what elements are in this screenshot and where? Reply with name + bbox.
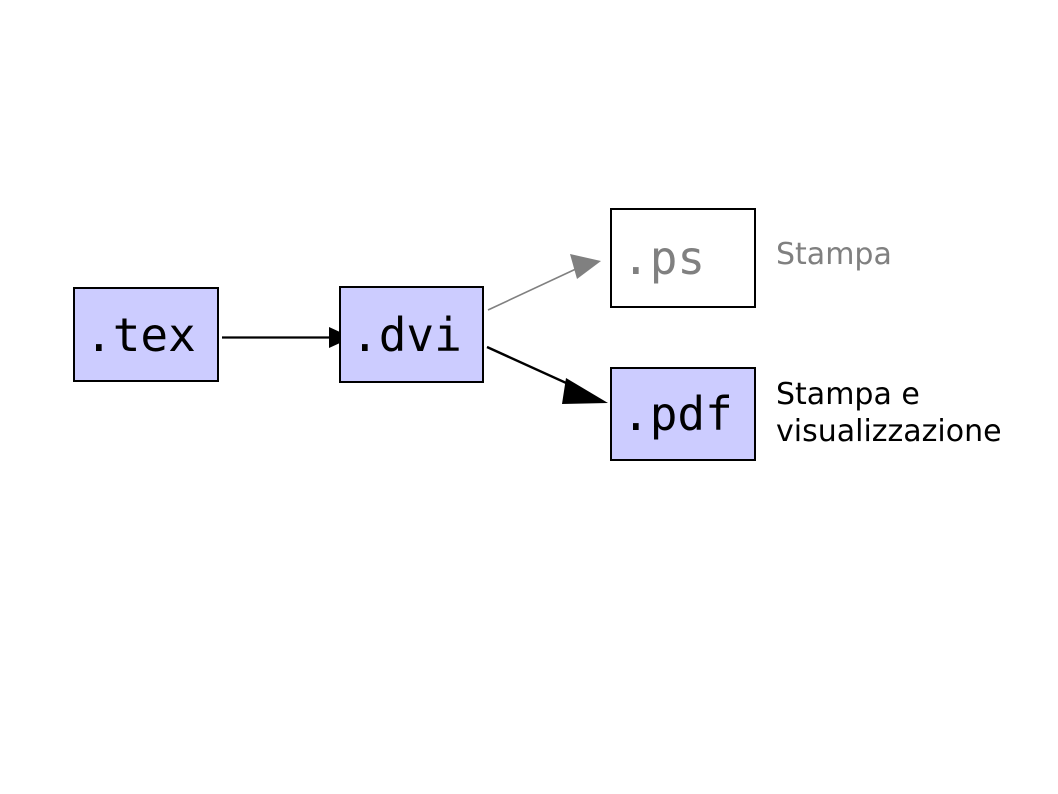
node-ps[interactable]: .ps xyxy=(610,208,756,308)
node-tex-label: .tex xyxy=(85,307,196,362)
edge-tex-to-dvi xyxy=(222,327,352,348)
edge-dvi-to-ps xyxy=(487,254,601,311)
edge-dvi-to-pdf xyxy=(486,345,608,404)
annotation-pdf-note: Stampa e visualizzazione xyxy=(776,377,1002,449)
annotation-ps-note: Stampa xyxy=(776,237,892,272)
node-tex[interactable]: .tex xyxy=(73,287,219,382)
node-pdf-label: .pdf xyxy=(622,387,733,441)
node-dvi[interactable]: .dvi xyxy=(339,286,484,383)
node-pdf[interactable]: .pdf xyxy=(610,367,756,461)
node-dvi-label: .dvi xyxy=(351,307,462,362)
node-ps-label: .ps xyxy=(622,231,706,285)
